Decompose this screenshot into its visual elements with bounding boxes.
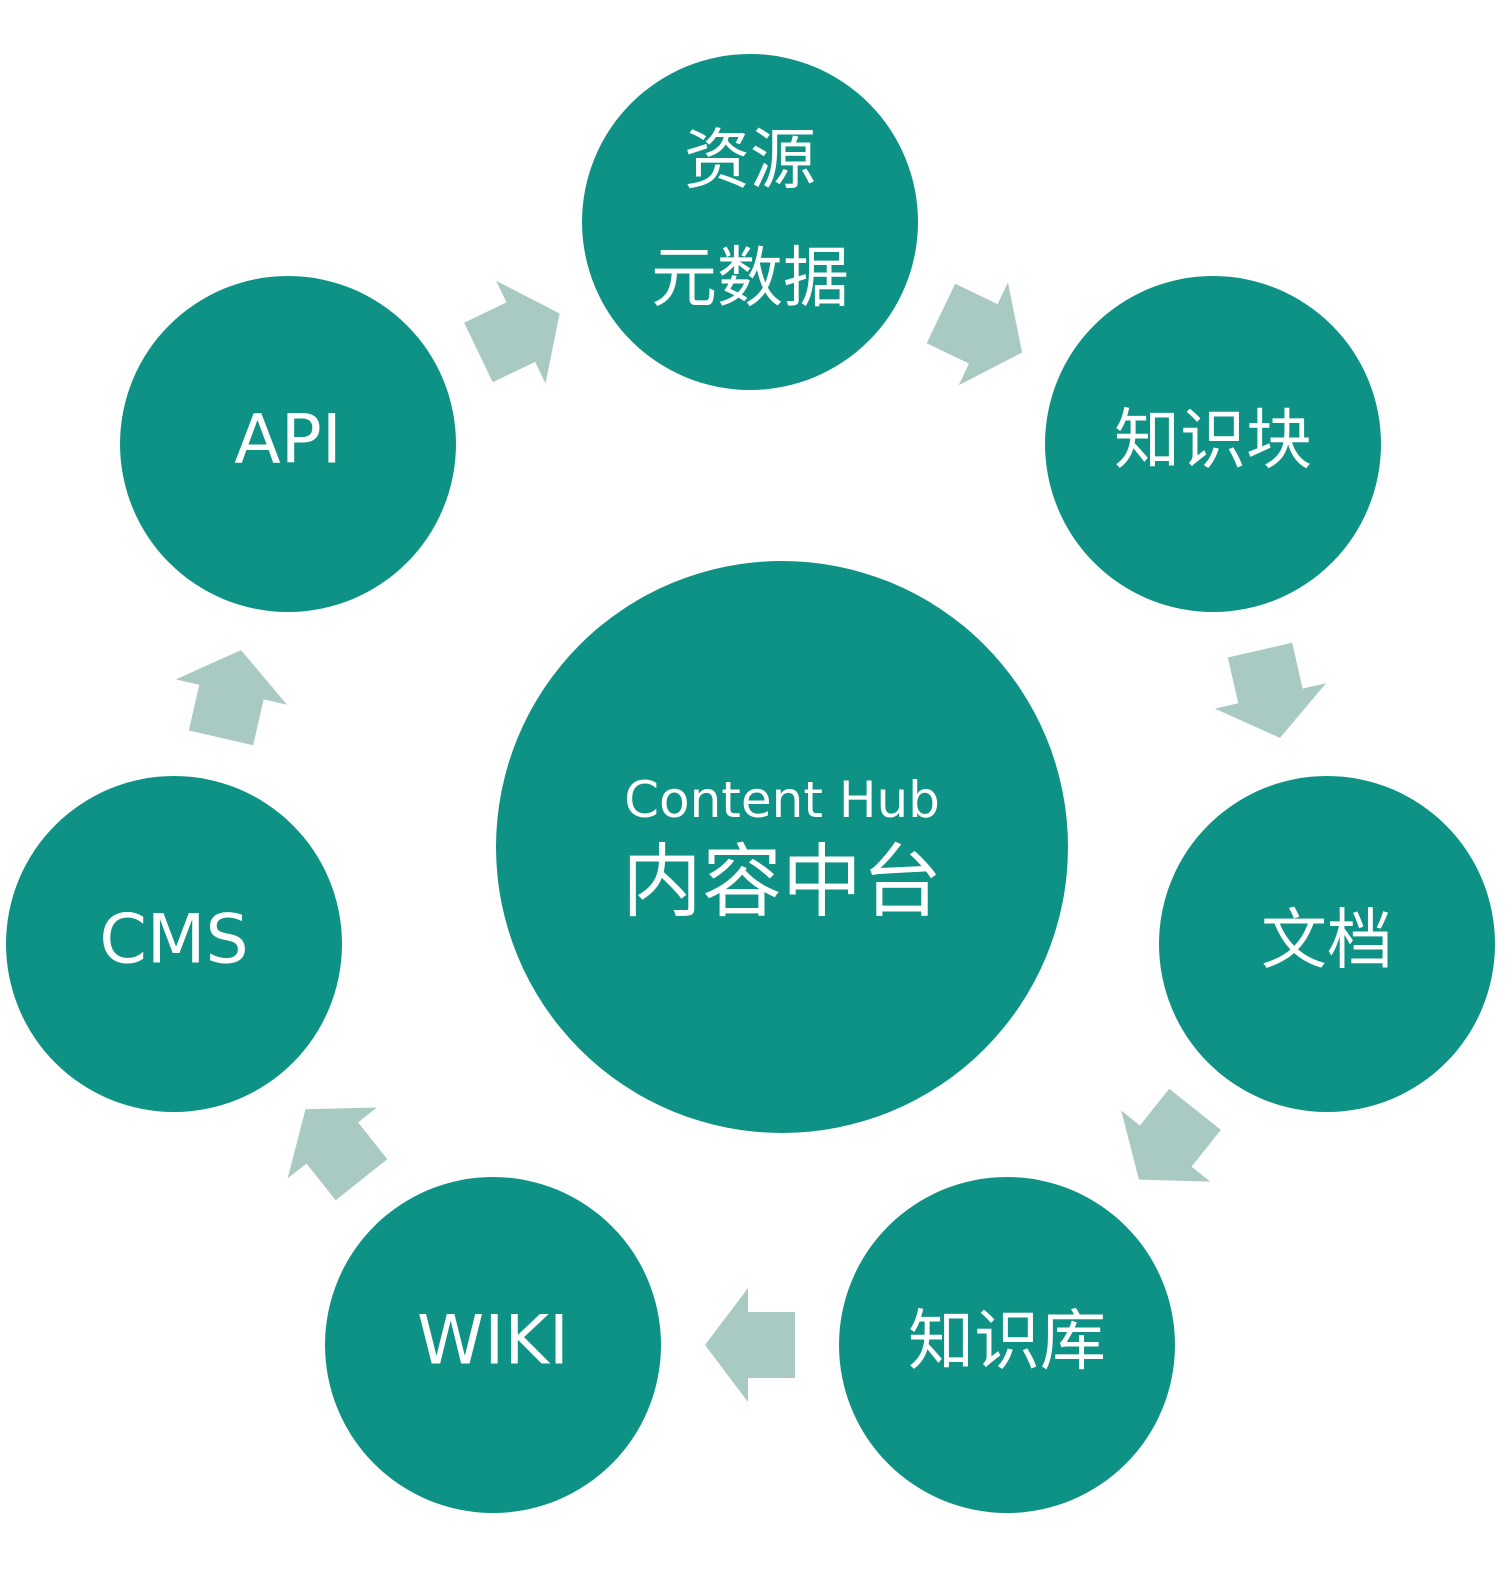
node-label: 知识库 bbox=[908, 1303, 1106, 1380]
arrow-document-to-knowledge-base bbox=[1121, 1088, 1221, 1182]
node-circle bbox=[325, 1177, 661, 1513]
node-wiki: WIKI bbox=[325, 1177, 661, 1513]
node-cms: CMS bbox=[6, 776, 342, 1112]
arrow-shape bbox=[926, 282, 1023, 386]
node-label-line1: 资源 bbox=[684, 122, 816, 199]
center-node: Content Hub 内容中台 bbox=[496, 561, 1068, 1133]
node-api: API bbox=[120, 276, 456, 612]
arrow-cms-to-api bbox=[175, 650, 288, 746]
node-circle bbox=[839, 1177, 1175, 1513]
node-label: 文档 bbox=[1261, 902, 1393, 979]
node-label: 知识块 bbox=[1114, 402, 1312, 479]
node-circle bbox=[582, 54, 918, 390]
arrow-shape bbox=[1214, 642, 1327, 738]
node-circle bbox=[1159, 776, 1495, 1112]
center-title-zh: 内容中台 bbox=[622, 836, 942, 929]
node-label: CMS bbox=[99, 901, 248, 980]
arrow-shape bbox=[705, 1288, 795, 1402]
node-document: 文档 bbox=[1159, 776, 1495, 1112]
node-knowledge-base: 知识库 bbox=[839, 1177, 1175, 1513]
node-label: API bbox=[234, 401, 342, 480]
node-circle bbox=[1045, 276, 1381, 612]
node-label: WIKI bbox=[417, 1302, 569, 1381]
node-label-line2: 元数据 bbox=[651, 240, 849, 317]
arrow-knowledge-base-to-wiki bbox=[705, 1288, 795, 1402]
node-knowledge-block: 知识块 bbox=[1045, 276, 1381, 612]
arrows-layer bbox=[175, 280, 1327, 1402]
node-circle bbox=[120, 276, 456, 612]
arrow-resource-metadata-to-knowledge-block bbox=[926, 282, 1023, 386]
arrow-wiki-to-cms bbox=[287, 1107, 388, 1201]
arrow-shape bbox=[287, 1107, 388, 1201]
arrow-knowledge-block-to-document bbox=[1214, 642, 1327, 738]
arrow-shape bbox=[1121, 1088, 1221, 1182]
center-title-en: Content Hub bbox=[624, 771, 940, 829]
arrow-api-to-resource-metadata bbox=[464, 280, 560, 384]
arrow-shape bbox=[175, 650, 288, 746]
arrow-shape bbox=[464, 280, 560, 384]
node-circle bbox=[6, 776, 342, 1112]
